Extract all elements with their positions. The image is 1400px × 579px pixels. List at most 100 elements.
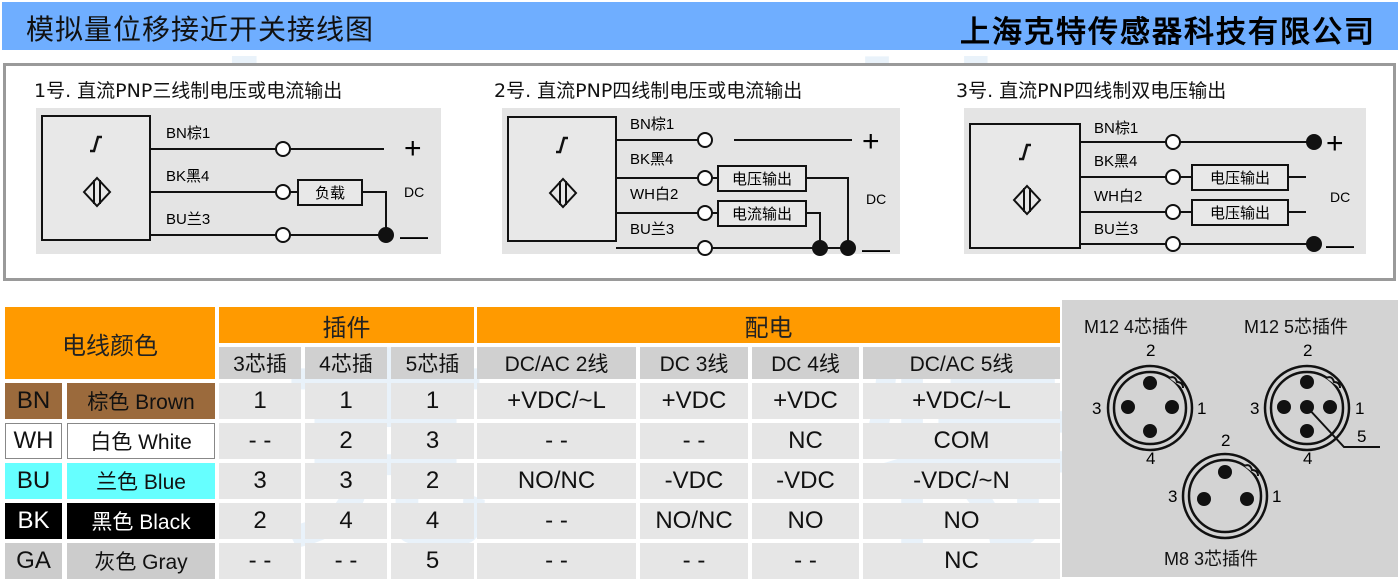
wire-label: BU兰3: [1094, 221, 1138, 238]
supply-label: DC: [404, 184, 424, 200]
diagram-title: 3号. 直流PNP四线制双电压输出: [956, 80, 1227, 102]
wiring-diagrams-panel: 1号. 直流PNP三线制电压或电流输出 BN棕1 BK黑4 BU兰3 负载: [3, 63, 1396, 281]
load-label: 电压输出: [1210, 170, 1270, 187]
m12-4pin-connector-icon: [1106, 364, 1194, 452]
plus-sign: +: [1326, 127, 1344, 160]
pin-label: 4: [1146, 449, 1155, 468]
power-function-cell: NO: [863, 503, 1060, 539]
wire-color-name: 灰色 Gray: [67, 543, 215, 579]
plug-pin-cell: - -: [219, 543, 301, 579]
diagram-title: 2号. 直流PNP四线制电压或电流输出: [494, 80, 803, 102]
minus-sign: —: [400, 220, 428, 251]
terminal: [1165, 169, 1181, 185]
wiring-diagram-2: 2号. 直流PNP四线制电压或电流输出 BN棕1 BK黑4 WH白2 BU兰3 …: [494, 66, 934, 276]
connector-title: M12 5芯插件: [1244, 317, 1349, 337]
power-function-cell: +VDC: [640, 383, 748, 419]
wiring-diagram-3: 3号. 直流PNP四线制双电压输出 BN棕1 BK黑4 WH白2 BU兰3 电压…: [956, 66, 1396, 276]
terminal: [275, 184, 291, 200]
wire-label: BK黑4: [630, 151, 673, 168]
wire-color-code: BU: [5, 463, 62, 499]
plug-pin-cell: 3: [219, 463, 301, 499]
plug-pin-cell: 4: [391, 503, 474, 539]
plug-column-header: 3芯插: [219, 347, 301, 379]
power-function-cell: - -: [477, 543, 636, 579]
current-output-box: [717, 200, 807, 227]
pin-label: 5: [1357, 427, 1366, 446]
plug-pin-cell: 3: [305, 463, 387, 499]
page-title: 模拟量位移接近开关接线图: [26, 13, 375, 46]
m8-3pin-connector-icon: [1181, 452, 1269, 540]
power-function-cell: - -: [640, 423, 748, 459]
inductive-sensor-icon: [1012, 184, 1042, 216]
power-function-cell: NC: [752, 423, 859, 459]
wire-color-code: BK: [5, 503, 62, 539]
ramp-output-icon: [90, 135, 102, 153]
connector-drawings: 2 3 1 4 2 3 1 4 5 2 3: [1092, 341, 1380, 540]
pin-label: 1: [1197, 399, 1206, 418]
pin-label: 1: [1355, 399, 1364, 418]
power-function-cell: COM: [863, 423, 1060, 459]
terminal: [1165, 236, 1181, 252]
wire-label: WH白2: [1094, 188, 1142, 205]
power-function-cell: -VDC: [640, 463, 748, 499]
power-column-header: DC/AC 5线: [863, 347, 1060, 379]
plug-pin-cell: 2: [219, 503, 301, 539]
load-label: 电压输出: [1210, 205, 1270, 222]
voltage-output-box: [717, 165, 807, 192]
wire-label: WH白2: [630, 186, 678, 203]
plug-pin-cell: - -: [305, 543, 387, 579]
supply-label: DC: [866, 191, 886, 207]
plug-pin-cell: 1: [219, 383, 301, 419]
wire-color-name: 白色 White: [67, 423, 215, 459]
plus-sign: +: [862, 125, 880, 158]
wire-color-name: 棕色 Brown: [67, 383, 215, 419]
plug-pin-cell: 2: [305, 423, 387, 459]
minus-sign: —: [862, 233, 890, 258]
load-label: 电压输出: [732, 171, 792, 188]
company-name: 上海克特传感器科技有限公司: [960, 15, 1376, 50]
plug-column-header: 5芯插: [391, 347, 474, 379]
wire-label: BN棕1: [1094, 120, 1138, 137]
terminal: [697, 205, 713, 221]
plug-pin-cell: 4: [305, 503, 387, 539]
color-header: 电线颜色: [5, 307, 215, 379]
pin-label: 3: [1168, 487, 1177, 506]
pin-label: 3: [1092, 399, 1101, 418]
plug-header: 插件: [219, 307, 474, 343]
wire-color-code: WH: [5, 423, 62, 459]
voltage-output-box: [1191, 164, 1289, 191]
terminal: [697, 132, 713, 148]
terminal: [275, 141, 291, 157]
wire-color-code: BN: [5, 383, 62, 419]
pin-label: 4: [1303, 449, 1312, 468]
diagram-2-schematic: BN棕1 BK黑4 WH白2 BU兰3 电压输出 电流输出 +: [502, 108, 900, 258]
power-function-cell: NO: [752, 503, 859, 539]
plug-pin-cell: 1: [391, 383, 474, 419]
power-function-cell: +VDC/~L: [863, 383, 1060, 419]
power-function-cell: +VDC/~L: [477, 383, 636, 419]
plug-pin-cell: 5: [391, 543, 474, 579]
power-function-cell: - -: [752, 543, 859, 579]
wire-label: BN棕1: [630, 116, 674, 133]
connector-title: M12 4芯插件: [1084, 317, 1189, 337]
inductive-sensor-icon: [82, 176, 112, 208]
header-banner: 模拟量位移接近开关接线图 上海克特传感器科技有限公司: [2, 2, 1398, 50]
junction-dot: [840, 240, 856, 256]
terminal: [275, 227, 291, 243]
diagram-title: 1号. 直流PNP三线制电压或电流输出: [34, 80, 343, 102]
junction-dot: [378, 227, 394, 243]
diagram-1-schematic: BN棕1 BK黑4 BU兰3 负载 + DC —: [36, 108, 441, 254]
terminal: [697, 240, 713, 256]
power-function-cell: -VDC: [752, 463, 859, 499]
wiring-diagram-1: 1号. 直流PNP三线制电压或电流输出 BN棕1 BK黑4 BU兰3 负载: [34, 66, 484, 276]
plus-sign: +: [404, 132, 422, 165]
plug-pin-cell: 3: [391, 423, 474, 459]
wire-color-name: 兰色 Blue: [67, 463, 215, 499]
wire-label: BU兰3: [166, 211, 210, 228]
inductive-sensor-icon: [548, 177, 578, 209]
terminal: [1165, 134, 1181, 150]
power-column-header: DC 4线: [752, 347, 859, 379]
wire-label: BU兰3: [630, 221, 674, 238]
power-function-cell: - -: [477, 503, 636, 539]
power-function-cell: - -: [477, 423, 636, 459]
